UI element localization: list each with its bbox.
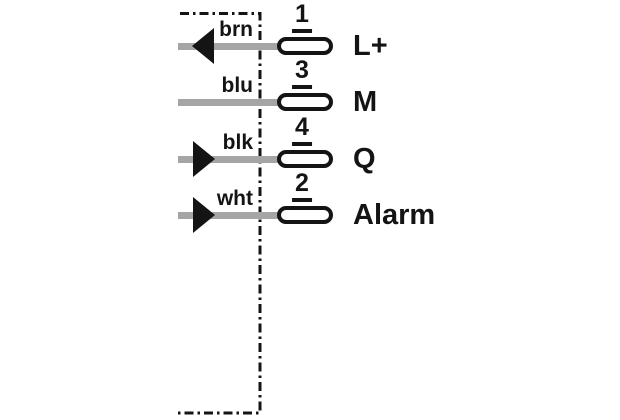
terminal-pin <box>277 93 333 111</box>
wire-line <box>178 156 282 163</box>
wire-color-label: blu <box>221 74 254 97</box>
signal-direction-arrow-right-icon <box>193 197 215 233</box>
wire-color-label: brn <box>219 18 253 41</box>
signal-label: L+ <box>353 30 388 62</box>
wire-line <box>178 43 282 50</box>
pin-number: 3 <box>292 58 312 89</box>
signal-direction-arrow-right-icon <box>193 141 215 177</box>
pin-number: 2 <box>292 171 312 202</box>
terminal-pin <box>277 37 333 55</box>
signal-label: Alarm <box>353 199 436 231</box>
signal-label: Q <box>353 143 376 175</box>
wire-line <box>178 99 282 106</box>
wire-color-label: wht <box>216 187 253 210</box>
wire-color-label: blk <box>222 131 253 154</box>
pin-number: 1 <box>292 2 312 33</box>
pin-number: 4 <box>292 115 312 146</box>
signal-label: M <box>353 86 378 118</box>
terminal-pin <box>277 150 333 168</box>
terminal-pin <box>277 206 333 224</box>
wire-line <box>178 212 282 219</box>
signal-direction-arrow-left-icon <box>192 28 214 64</box>
